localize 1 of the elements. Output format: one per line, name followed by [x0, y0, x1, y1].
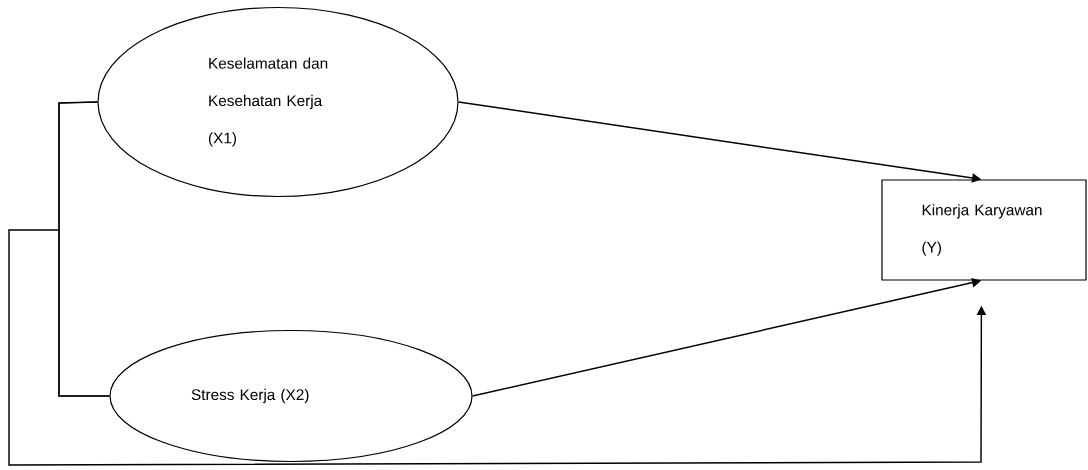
variable-box: Kinerja Karyawan (Y) — [881, 179, 1087, 281]
